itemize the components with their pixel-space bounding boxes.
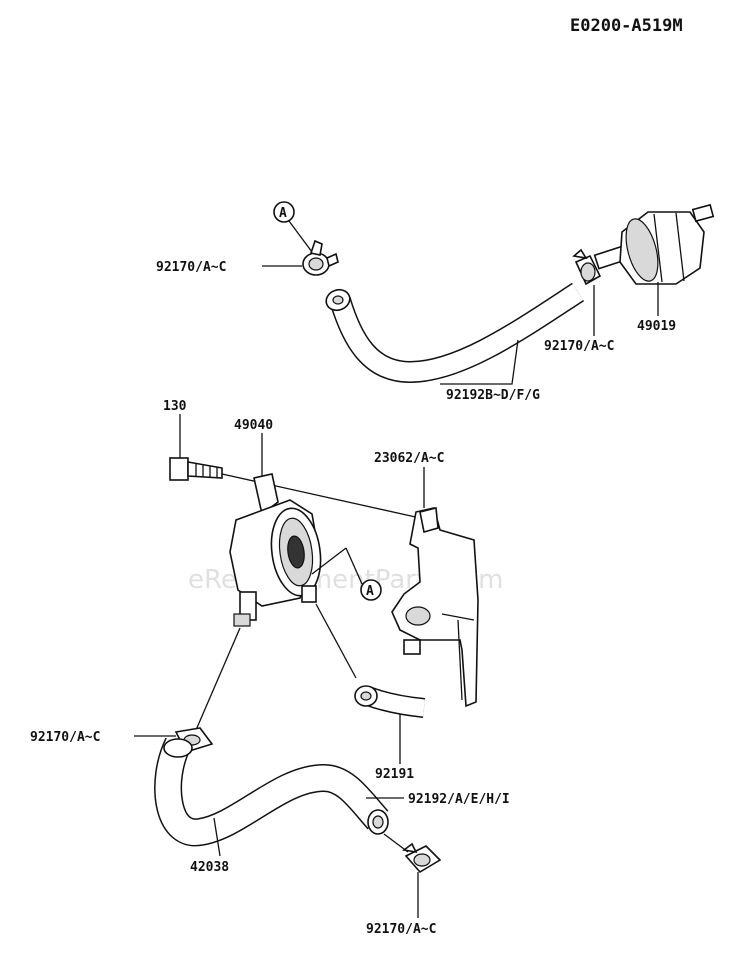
label-hose-short: 92191	[375, 767, 414, 782]
label-clamp-bottom: 92170/A~C	[366, 922, 436, 937]
label-clamp-top-left: 92170/A~C	[156, 260, 226, 275]
label-bolt: 130	[163, 399, 187, 414]
reference-marker-a-top: A	[273, 201, 313, 253]
label-hose-top: 92192B~D/F/G	[446, 388, 540, 403]
mounting-bracket[interactable]	[391, 506, 479, 708]
hose-clamp-bottom[interactable]	[402, 842, 442, 874]
diagram-code: E0200-A519M	[570, 16, 683, 36]
label-clamp-mid-left: 92170/A~C	[30, 730, 100, 745]
label-hose-bottom: 42038	[190, 860, 229, 875]
label-fuel-pump: 49040	[234, 418, 273, 433]
fuel-hose-top[interactable]	[323, 282, 585, 384]
reference-marker-a-middle: A	[311, 547, 382, 601]
label-hose-bottom-right: 92192/A/E/H/I	[408, 792, 510, 807]
fuel-pump[interactable]	[229, 473, 326, 627]
svg-text:A: A	[366, 584, 374, 599]
label-bracket: 23062/A~C	[374, 451, 444, 466]
svg-text:A: A	[279, 206, 287, 221]
hose-clamp-top-right[interactable]	[572, 248, 602, 286]
label-clamp-top-right: 92170/A~C	[544, 339, 614, 354]
hose-clamp-top-left[interactable]	[302, 239, 339, 276]
fuel-hose-bottom[interactable]	[154, 737, 389, 847]
label-fuel-filter: 49019	[637, 319, 676, 334]
fuel-hose-short[interactable]	[354, 685, 426, 718]
fuel-filter[interactable]	[593, 203, 715, 285]
bolt[interactable]	[169, 457, 223, 481]
